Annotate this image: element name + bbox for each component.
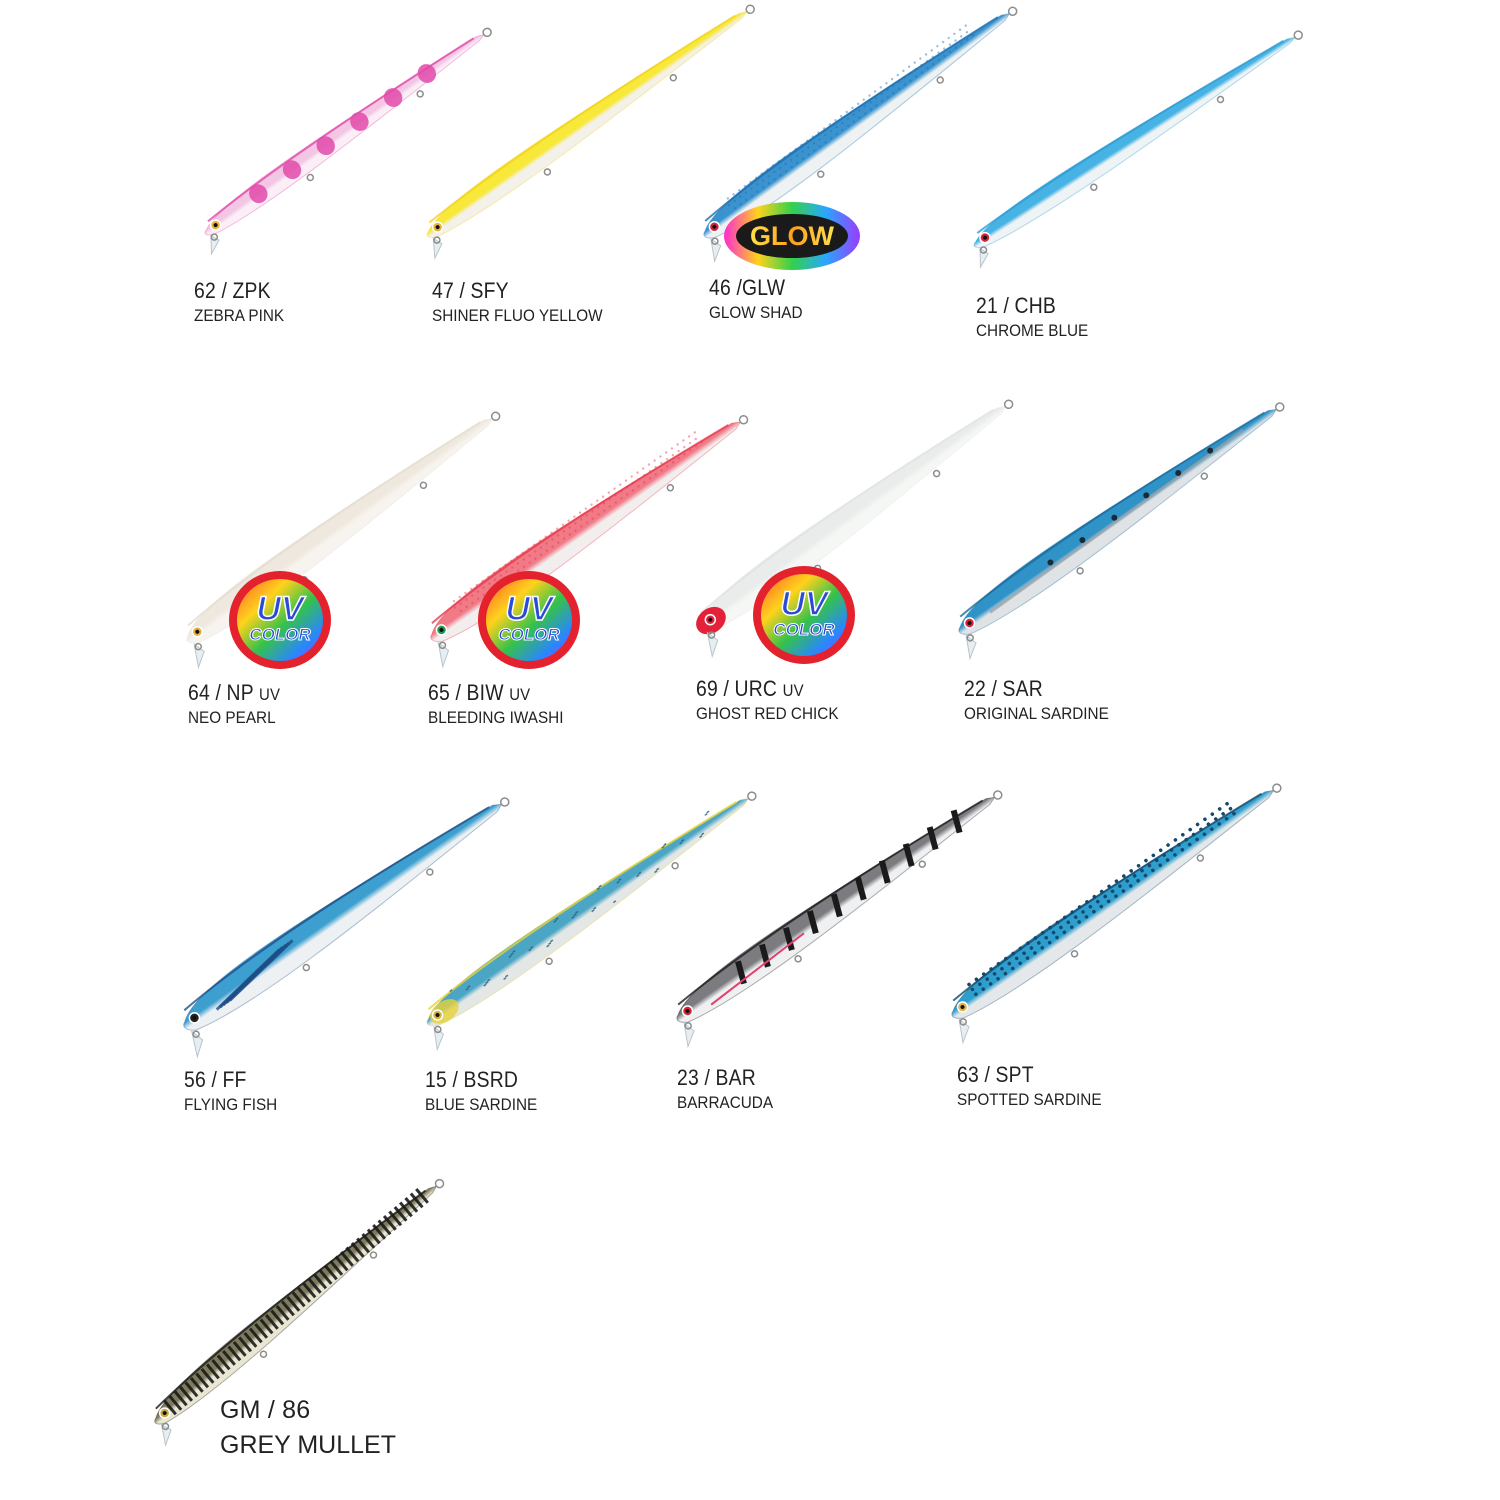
svg-text:UV: UV — [505, 590, 556, 628]
lure-drawing — [703, 6, 1018, 264]
lure-image — [940, 783, 1290, 1045]
lure-drawing — [973, 30, 1303, 270]
lure-body — [676, 790, 1003, 1049]
lure-color-name: SHINER FLUO YELLOW — [432, 306, 603, 325]
svg-text:COLOR: COLOR — [498, 625, 560, 644]
lure-code: 22 / SAR — [964, 676, 1043, 701]
lure-drawing — [204, 27, 492, 256]
glow-badge-icon: GLOW — [724, 202, 860, 270]
lure-image — [170, 797, 520, 1060]
lure-drawing — [426, 791, 757, 1052]
lure-code: 65 / BIW UV — [428, 680, 531, 705]
lure-body — [183, 797, 510, 1059]
lure-image — [413, 791, 763, 1055]
lure-color-name: BLEEDING IWASHI — [428, 708, 564, 727]
uv-label: UV — [509, 685, 531, 704]
lure-body — [958, 402, 1285, 661]
lure-drawing — [154, 1178, 445, 1448]
lure-image — [415, 4, 765, 260]
lure-body — [703, 6, 1018, 264]
lure-body-shape — [951, 789, 1275, 1019]
svg-text:UV: UV — [780, 585, 831, 623]
lure-color-name: FLYING FISH — [184, 1095, 278, 1114]
lure-code: 62 / ZPK — [194, 278, 271, 303]
lure-body — [973, 30, 1303, 270]
lure-image — [665, 790, 1015, 1053]
lure-code: 56 / FF — [184, 1067, 247, 1092]
lure-code: GM / 86 — [220, 1396, 311, 1424]
lure-color-name: ZEBRA PINK — [194, 306, 285, 325]
lure-color-name: GLOW SHAD — [709, 303, 803, 322]
lure-image — [145, 1178, 465, 1448]
lure-drawing — [183, 797, 510, 1059]
svg-text:UV: UV — [256, 590, 307, 628]
lure-code: 46 /GLW — [709, 275, 786, 300]
lure-drawing — [676, 790, 1003, 1049]
lure-body-shape — [183, 803, 503, 1031]
lure-body — [154, 1178, 445, 1448]
lure-color-name: GHOST RED CHICK — [696, 704, 839, 723]
lure-color-name: CHROME BLUE — [976, 321, 1089, 340]
svg-text:COLOR: COLOR — [773, 620, 835, 639]
uv-label: UV — [782, 681, 804, 700]
lure-code: 63 / SPT — [957, 1062, 1034, 1087]
lure-color-name: NEO PEARL — [188, 708, 276, 727]
lure-code: 69 / URC UV — [696, 676, 804, 701]
lure-body — [951, 783, 1282, 1045]
uv-label: UV — [259, 685, 281, 704]
lure-image — [690, 6, 1030, 264]
lure-code: 21 / CHB — [976, 293, 1056, 318]
lure-color-name: GREY MULLET — [220, 1431, 396, 1459]
lure-drawing — [426, 4, 755, 260]
lure-image — [195, 25, 505, 256]
lure-code: 47 / SFY — [432, 278, 509, 303]
svg-text:GLOW: GLOW — [750, 221, 834, 251]
lure-color-name: ORIGINAL SARDINE — [964, 704, 1109, 723]
lure-body — [426, 4, 755, 260]
lure-body — [426, 791, 757, 1052]
lure-color-name: BLUE SARDINE — [425, 1095, 538, 1114]
lure-body — [204, 27, 492, 256]
lure-drawing — [958, 402, 1285, 661]
lure-code: 23 / BAR — [677, 1065, 756, 1090]
lure-drawing — [951, 783, 1282, 1045]
lure-code: 15 / BSRD — [425, 1067, 519, 1092]
lure-image — [960, 30, 1303, 270]
lure-code: 64 / NP UV — [188, 680, 281, 705]
lure-color-name: SPOTTED SARDINE — [957, 1090, 1102, 1109]
glow-badge: GLOW — [722, 200, 862, 272]
svg-text:COLOR: COLOR — [249, 625, 311, 644]
lure-image — [945, 402, 1295, 665]
lure-color-name: BARRACUDA — [677, 1093, 774, 1112]
